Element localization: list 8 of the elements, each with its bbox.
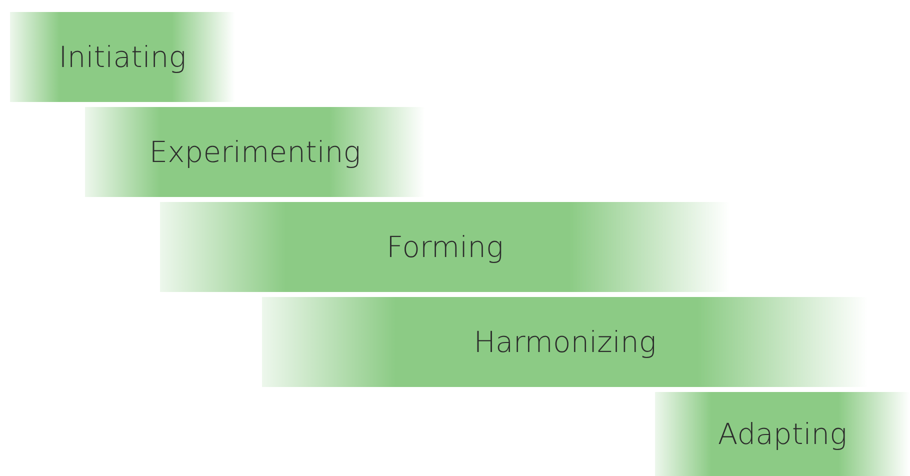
stage-bar <box>655 392 910 476</box>
stage-label: Adapting <box>718 417 848 451</box>
stage-label: Harmonizing <box>474 325 656 359</box>
stage-label: Experimenting <box>149 135 361 169</box>
stage-label: Forming <box>386 230 504 264</box>
stage-label: Initiating <box>58 40 186 74</box>
stage-bar <box>85 107 425 197</box>
stage-bar <box>10 12 235 102</box>
